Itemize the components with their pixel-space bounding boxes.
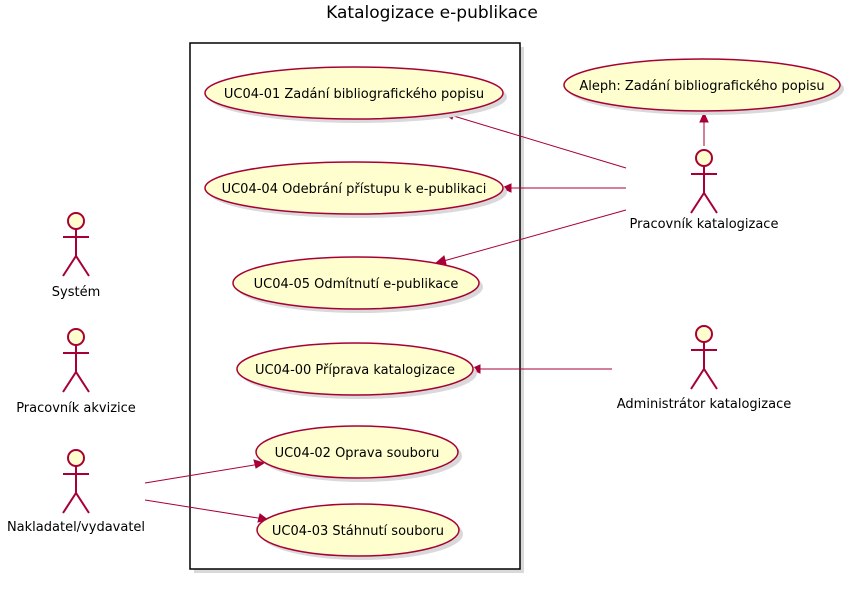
actor-label: Pracovník akvizice [16, 401, 136, 416]
use-case-uc04-04: UC04-04 Odebrání přístupu k e-publikaci [204, 161, 507, 218]
arrowhead-uc0402 [253, 459, 266, 469]
use-case-ellipse [255, 425, 459, 479]
use-case-ellipse [204, 66, 504, 120]
use-case-uc04-02: UC04-02 Oprava souboru [255, 425, 462, 482]
actor-label: Pracovník katalogizace [630, 217, 779, 232]
relation-nakladatel-uc0403 [144, 499, 265, 520]
use-case-label: UC04-02 Oprava souboru [275, 446, 440, 461]
actor-figure-icon [690, 325, 718, 390]
use-case-uc04-01: UC04-01 Zadání bibliografického popisu [204, 66, 507, 123]
actor-label: Nakladatel/vydavatel [7, 520, 145, 535]
use-case-uc04-00: UC04-00 Příprava katalogizace [236, 342, 477, 399]
use-case-ellipse [232, 256, 480, 310]
relation-katalogizace-uc0405 [439, 209, 627, 263]
use-case-label: UC04-00 Příprava katalogizace [255, 363, 455, 378]
actor-figure-icon [62, 212, 90, 277]
use-case-uc04-05: UC04-05 Odmítnutí e-publikace [232, 256, 483, 313]
use-case-label: UC04-05 Odmítnutí e-publikace [254, 277, 459, 292]
actor-system: Systém [52, 212, 100, 300]
actor-figure-icon [690, 149, 718, 214]
relation-nakladatel-uc0402 [144, 463, 261, 484]
use-case-label: UC04-01 Zadání bibliografického popisu [224, 87, 484, 102]
use-case-ellipse [204, 161, 504, 215]
use-case-label: UC04-03 Stáhnutí souboru [272, 524, 444, 539]
actor-admin: Administrátor katalogizace [617, 325, 791, 412]
actor-akvizice: Pracovník akvizice [16, 328, 136, 416]
arrowhead-aleph [699, 111, 709, 123]
use-case-label: UC04-04 Odebrání přístupu k e-publikaci [222, 182, 487, 197]
use-case-label: Aleph: Zadání bibliografického popisu [579, 79, 824, 94]
use-case-uc04-03: UC04-03 Stáhnutí souboru [256, 503, 463, 560]
use-case-ellipse [563, 58, 841, 112]
actor-figure-icon [62, 449, 90, 514]
actor-label: Administrátor katalogizace [617, 397, 791, 412]
diagram-title: Katalogizace e-publikace [326, 3, 538, 23]
use-case-ellipse [256, 503, 460, 557]
actor-label: Systém [52, 285, 100, 300]
actor-nakladatel: Nakladatel/vydavatel [7, 449, 145, 535]
relation-katalogizace-uc0401 [446, 113, 627, 169]
use-case-ellipse [236, 342, 474, 396]
use-case-aleph: Aleph: Zadání bibliografického popisu [563, 58, 844, 115]
actor-figure-icon [62, 328, 90, 393]
actor-katalogizace: Pracovník katalogizace [630, 149, 779, 232]
